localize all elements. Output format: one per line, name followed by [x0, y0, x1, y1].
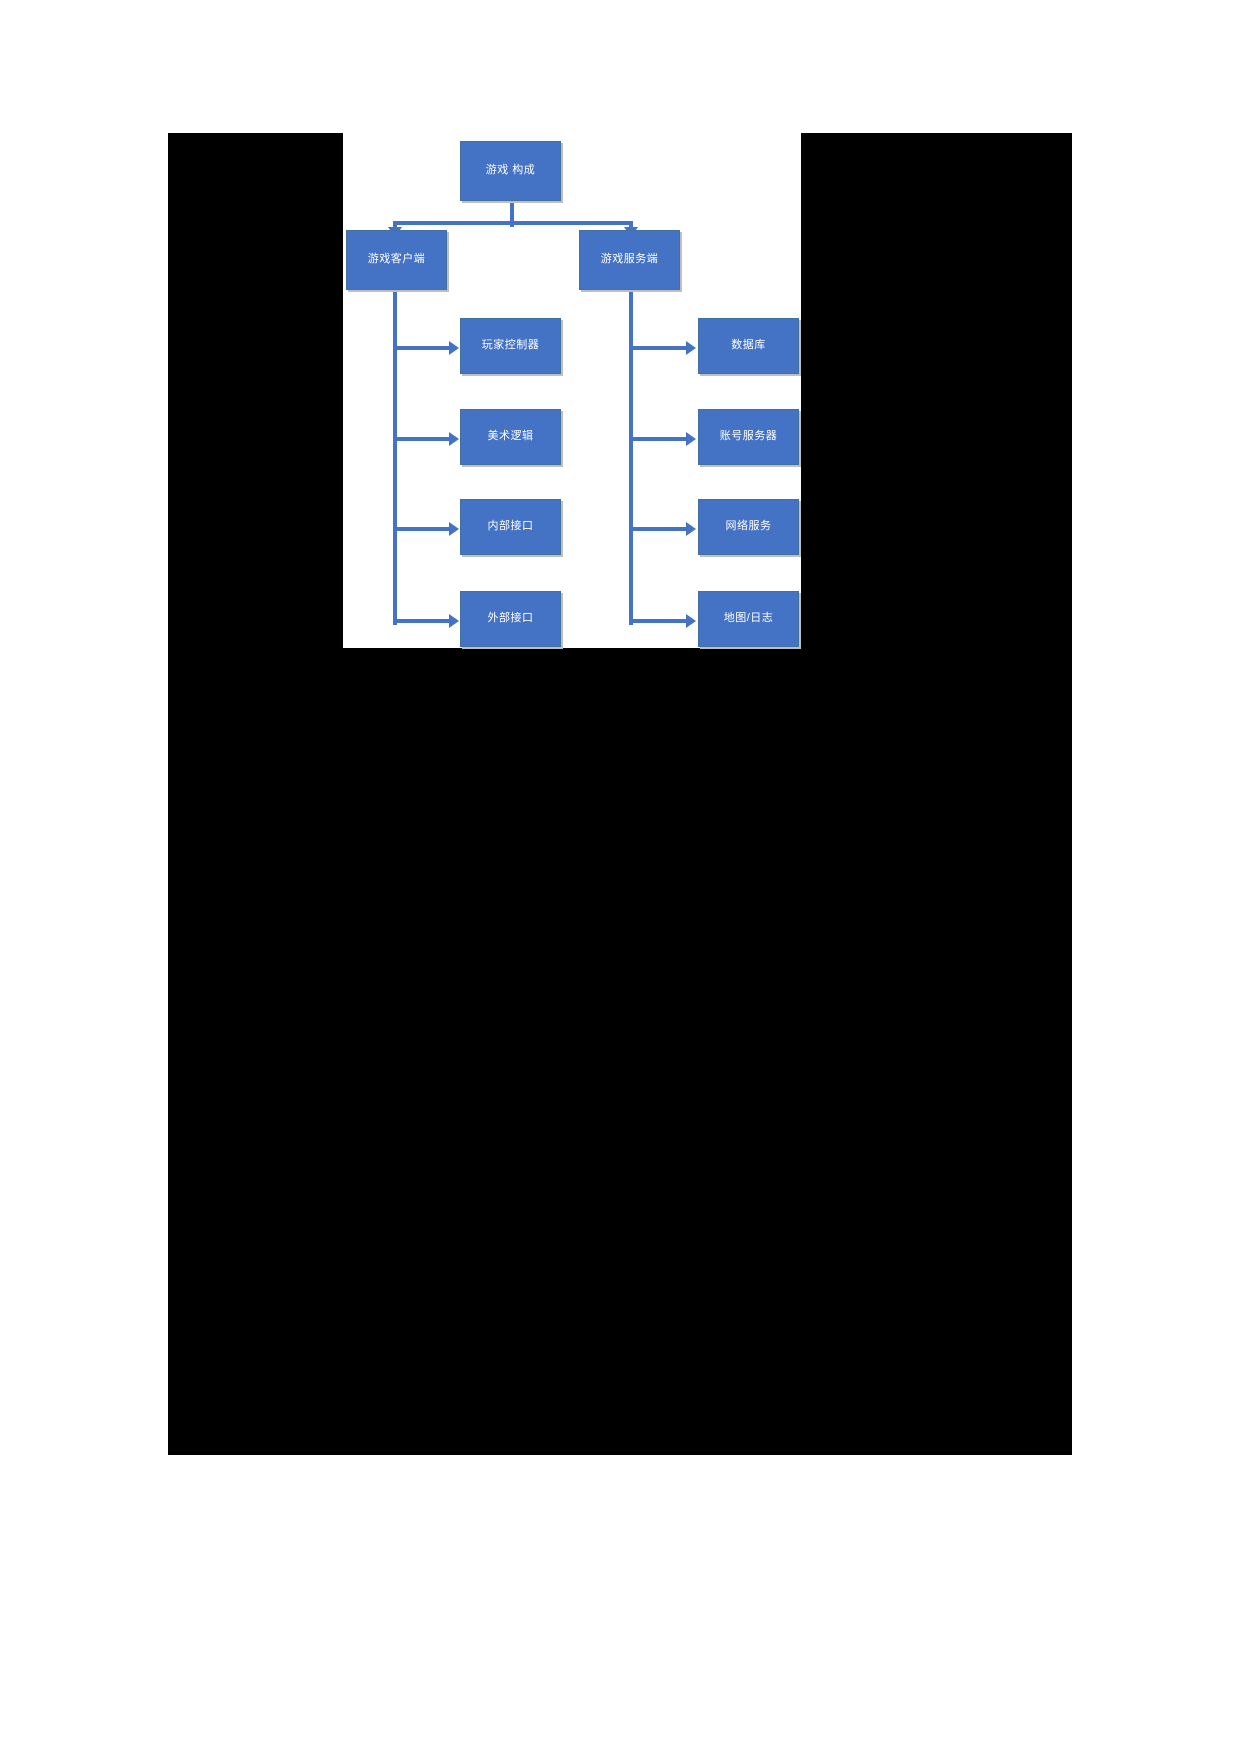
- node-branch-server[interactable]: 游戏服务端: [579, 230, 680, 290]
- connector-root-bus: [393, 221, 633, 225]
- connector-server-rung-2: [629, 437, 688, 441]
- connector-server-spine: [629, 290, 633, 625]
- node-client-child-3[interactable]: 内部接口: [460, 499, 561, 555]
- connector-server-rung-4: [629, 619, 688, 623]
- arrow-right-icon-server-3: [686, 522, 696, 536]
- node-client-child-2[interactable]: 美术逻辑: [460, 409, 561, 465]
- connector-root-stem: [510, 201, 514, 227]
- node-server-child-2[interactable]: 账号服务器: [698, 409, 799, 465]
- node-branch-client[interactable]: 游戏客户端: [346, 230, 447, 290]
- connector-client-rung-1: [393, 346, 452, 350]
- arrow-right-icon-server-2: [686, 432, 696, 446]
- arrow-right-icon-server-1: [686, 341, 696, 355]
- node-server-child-1[interactable]: 数据库: [698, 318, 799, 374]
- connector-server-rung-1: [629, 346, 688, 350]
- connector-client-rung-2: [393, 437, 452, 441]
- node-server-child-4[interactable]: 地图/日志: [698, 591, 799, 647]
- connector-root-to-client: [393, 221, 397, 230]
- arrow-right-icon-client-1: [449, 341, 459, 355]
- arrow-right-icon-server-4: [686, 614, 696, 628]
- arrow-right-icon-client-2: [449, 432, 459, 446]
- connector-client-spine: [393, 290, 397, 625]
- arrow-right-icon-client-4: [449, 614, 459, 628]
- diagram-canvas: 游戏 构成 游戏客户端 游戏服务端 玩家控制器 美术逻辑 内部接口 外部接口 数…: [343, 133, 801, 648]
- node-server-child-3[interactable]: 网络服务: [698, 499, 799, 555]
- connector-client-rung-4: [393, 619, 452, 623]
- node-client-child-1[interactable]: 玩家控制器: [460, 318, 561, 374]
- connector-client-rung-3: [393, 527, 452, 531]
- arrow-right-icon-client-3: [449, 522, 459, 536]
- node-client-child-4[interactable]: 外部接口: [460, 591, 561, 647]
- connector-server-rung-3: [629, 527, 688, 531]
- connector-root-to-server: [629, 221, 633, 230]
- node-root[interactable]: 游戏 构成: [460, 141, 561, 201]
